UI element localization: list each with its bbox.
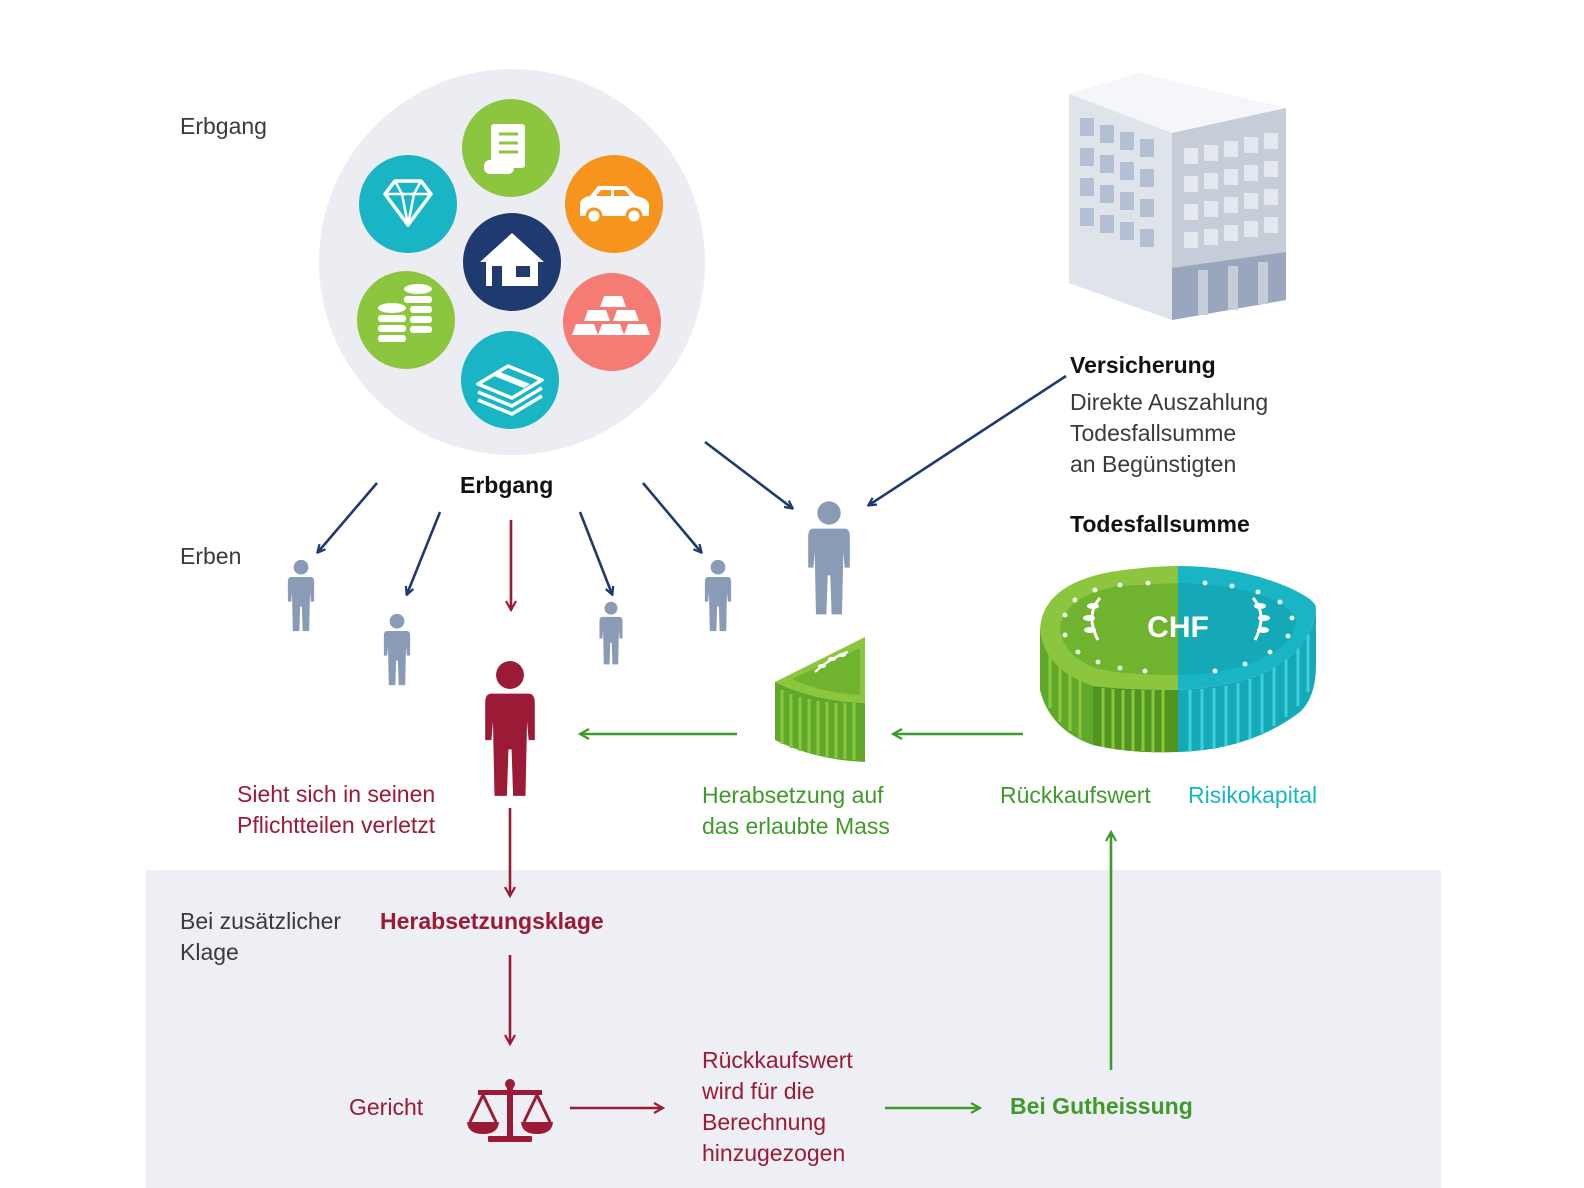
versicherung-title: Versicherung: [1070, 352, 1216, 378]
berechnung-line-1: Rückkaufswert: [702, 1047, 853, 1073]
erbgang-side-label: Erbgang: [180, 113, 267, 139]
heir-icon: [383, 613, 411, 686]
heir-icon: [704, 559, 732, 632]
inheritance-arrows: [318, 374, 1067, 594]
gericht-label: Gericht: [349, 1094, 424, 1120]
gold-bars-icon: [563, 273, 661, 371]
chf-label: CHF: [1147, 611, 1209, 644]
beneficiary-icon: [808, 501, 850, 615]
car-icon: [565, 155, 663, 253]
herabsetzung-line-1: Herabsetzung auf: [702, 782, 884, 808]
berechnung-line-4: hinzugezogen: [702, 1140, 846, 1166]
erbgang-center-label: Erbgang: [460, 472, 554, 498]
gutheissung-label: Bei Gutheissung: [1010, 1093, 1193, 1119]
injured-heir-icon: [485, 661, 535, 796]
heir-icon: [599, 601, 623, 665]
coin-icon: CHF: [1040, 566, 1316, 753]
heirs-group: [287, 501, 850, 686]
office-building-icon: [1069, 73, 1286, 320]
rueckkaufswert-label: Rückkaufswert: [1000, 782, 1151, 808]
money-stack-icon: [461, 331, 559, 429]
claim-arrows: [510, 520, 663, 1108]
coins-icon: [357, 271, 455, 369]
document-icon: [462, 99, 560, 197]
lower-panel-background: [146, 870, 1441, 1188]
house-icon: [463, 213, 561, 311]
verletzt-line-1: Sieht sich in seinen: [237, 781, 436, 807]
erben-label: Erben: [180, 543, 242, 569]
heir-icon: [287, 559, 315, 632]
herabsetzungsklage-label: Herabsetzungsklage: [380, 908, 604, 934]
todesfallsumme-label: Todesfallsumme: [1070, 511, 1250, 537]
reduction-arrows: [580, 734, 1111, 1108]
verletzt-line-2: Pflichtteilen verletzt: [237, 812, 436, 838]
versicherung-desc-line-3: an Begünstigten: [1070, 451, 1237, 477]
herabsetzung-line-2: das erlaubte Mass: [702, 813, 890, 839]
zusaetzliche-klage-line-1: Bei zusätzlicher: [180, 908, 342, 934]
berechnung-line-3: Berechnung: [702, 1109, 827, 1135]
scales-icon: [467, 1079, 553, 1142]
versicherung-desc-line-1: Direkte Auszahlung: [1070, 389, 1269, 415]
diamond-icon: [359, 155, 457, 253]
versicherung-desc-line-2: Todesfallsumme: [1070, 420, 1237, 446]
coin-slice-icon: [775, 637, 865, 762]
risikokapital-label: Risikokapital: [1188, 782, 1318, 808]
zusaetzliche-klage-line-2: Klage: [180, 939, 239, 965]
berechnung-line-2: wird für die: [702, 1078, 815, 1104]
